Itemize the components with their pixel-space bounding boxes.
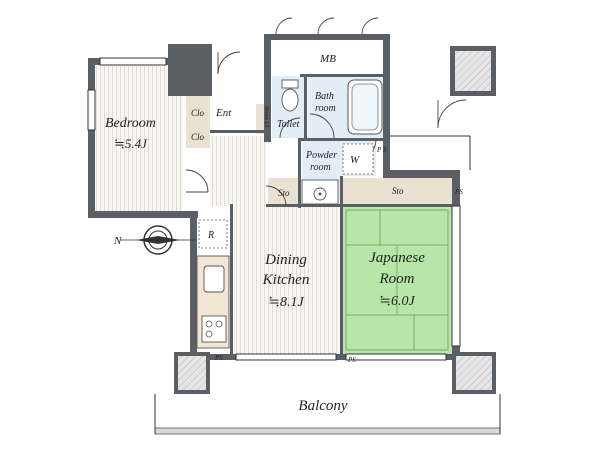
balcony-name: Balcony [298, 398, 347, 414]
entry-label: Ent [215, 107, 232, 119]
powder-name-line2: room [310, 162, 331, 173]
mb-label: MB [319, 53, 336, 65]
bedroom-size: ≒5.4J [114, 136, 148, 151]
closet-label-bottom: Clo [191, 132, 205, 142]
washbasin [301, 179, 339, 205]
pipe-space-japanese-label: PS [347, 356, 356, 364]
bathroom-name-line2: room [315, 103, 336, 114]
entry-floor [214, 74, 254, 134]
north-label: N [113, 235, 122, 247]
toilet-fixture [281, 79, 299, 112]
washer-label: W [350, 154, 360, 166]
north-compass-icon [120, 225, 196, 255]
right-aux-area [390, 99, 471, 170]
bedroom-name: Bedroom [105, 116, 156, 131]
windows [87, 57, 461, 361]
closet-floor [186, 96, 210, 148]
dining-name-line2: Kitchen [262, 272, 310, 288]
columns [174, 46, 496, 394]
storage-label-right: Sto [392, 186, 404, 196]
japanese-name-line2: Room [379, 271, 415, 287]
mb-floor [272, 40, 384, 74]
pipe-space-kitchen-label: PS [214, 354, 223, 362]
dining-size: ≒8.1J [268, 295, 304, 310]
dining-name-line1: Dining [264, 252, 307, 268]
doors [185, 17, 379, 207]
toilet-name: Toilet [277, 119, 300, 130]
pipe-space-small-label: P S [376, 146, 387, 154]
bathtub [347, 79, 383, 135]
washer-space [342, 143, 374, 175]
tatami-mats [345, 209, 449, 351]
closet-label-top: Clo [191, 108, 205, 118]
pipe-space-right-label: PS [454, 188, 463, 196]
powder-name-line1: Powder [305, 150, 337, 161]
balcony [154, 394, 501, 435]
kitchen-counter [196, 255, 230, 349]
japanese-name-line1: Japanese [369, 250, 425, 266]
japanese-size: ≒6.0J [379, 294, 415, 309]
refrigerator-label: R [207, 230, 214, 241]
storage-right-floor [342, 178, 452, 204]
bathroom-name-line1: Bath [315, 91, 334, 102]
refrigerator-space [198, 219, 228, 249]
shoes-closet-label: Shoes Cl [263, 106, 269, 128]
storage-left-floor [268, 178, 300, 206]
storage-label-left: Sto [278, 188, 290, 198]
hallway-floor [210, 136, 266, 206]
dining-floor [232, 206, 340, 356]
